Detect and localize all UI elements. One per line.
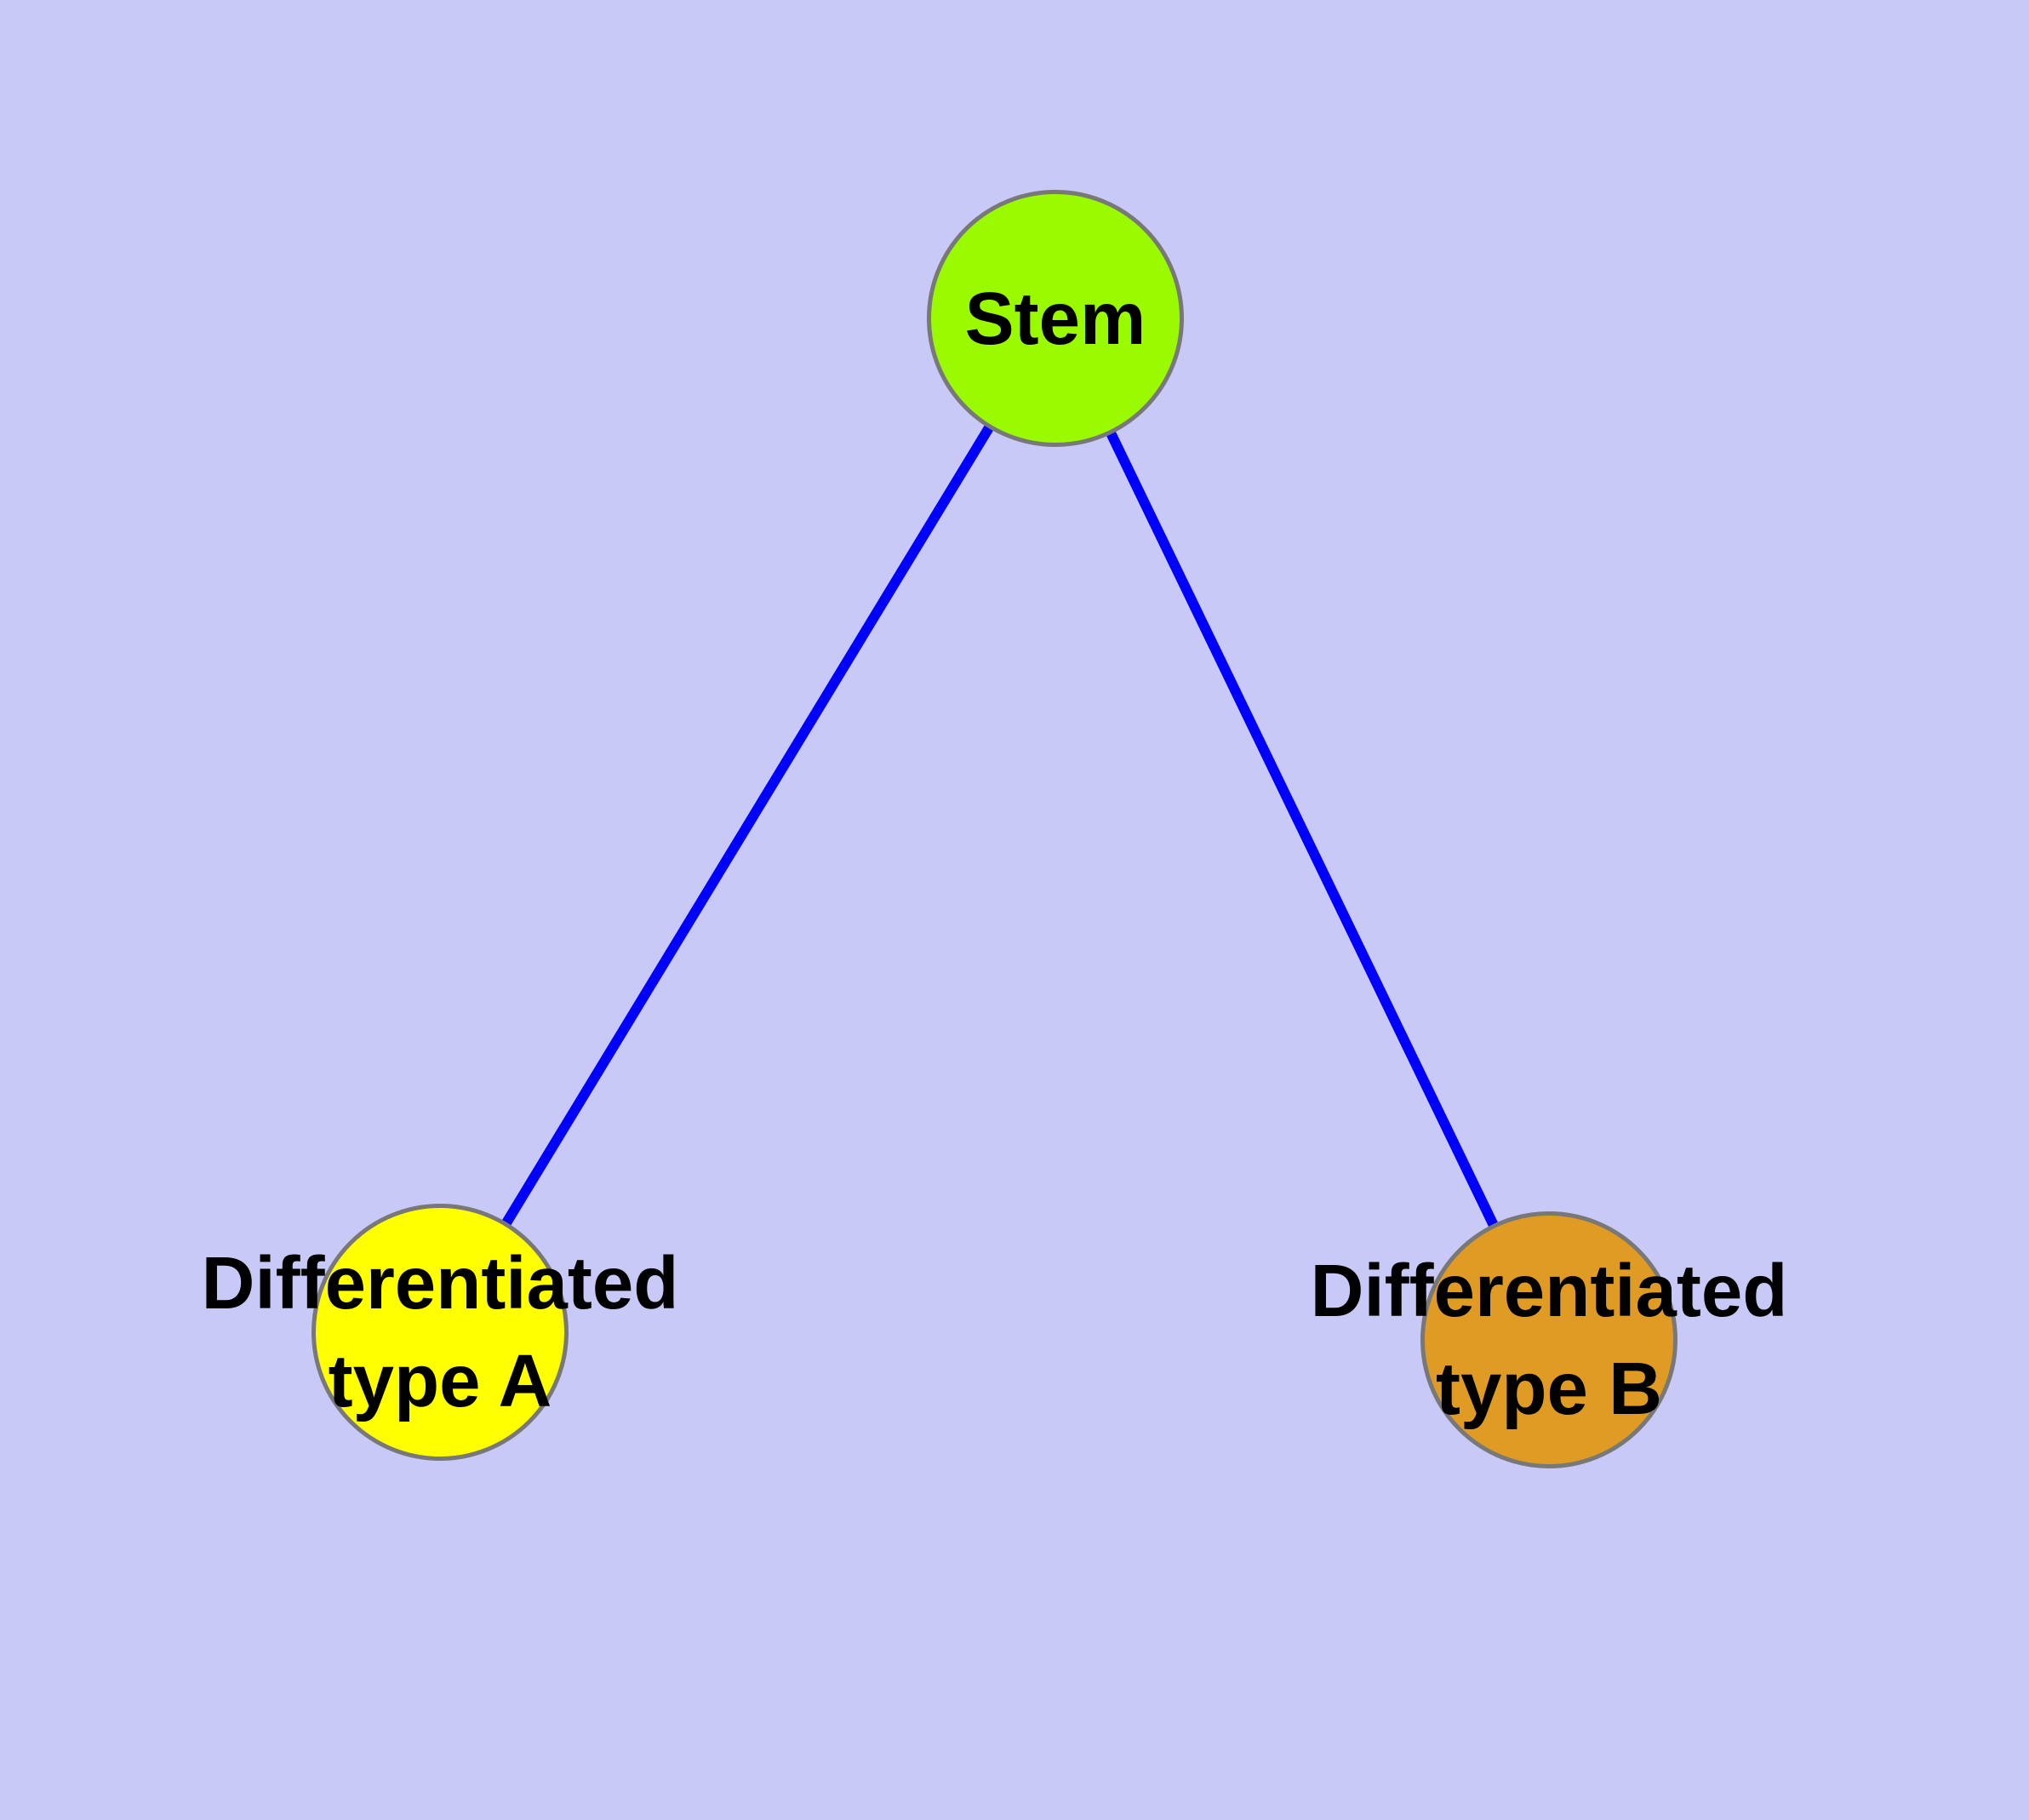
- node-differentiated-type-a[interactable]: [311, 1204, 569, 1461]
- node-differentiated-type-b[interactable]: [1420, 1211, 1677, 1468]
- edge-stem-to-type-b: [1050, 316, 1554, 1342]
- edge-stem-to-type-a: [435, 315, 1060, 1336]
- node-stem[interactable]: [927, 190, 1184, 447]
